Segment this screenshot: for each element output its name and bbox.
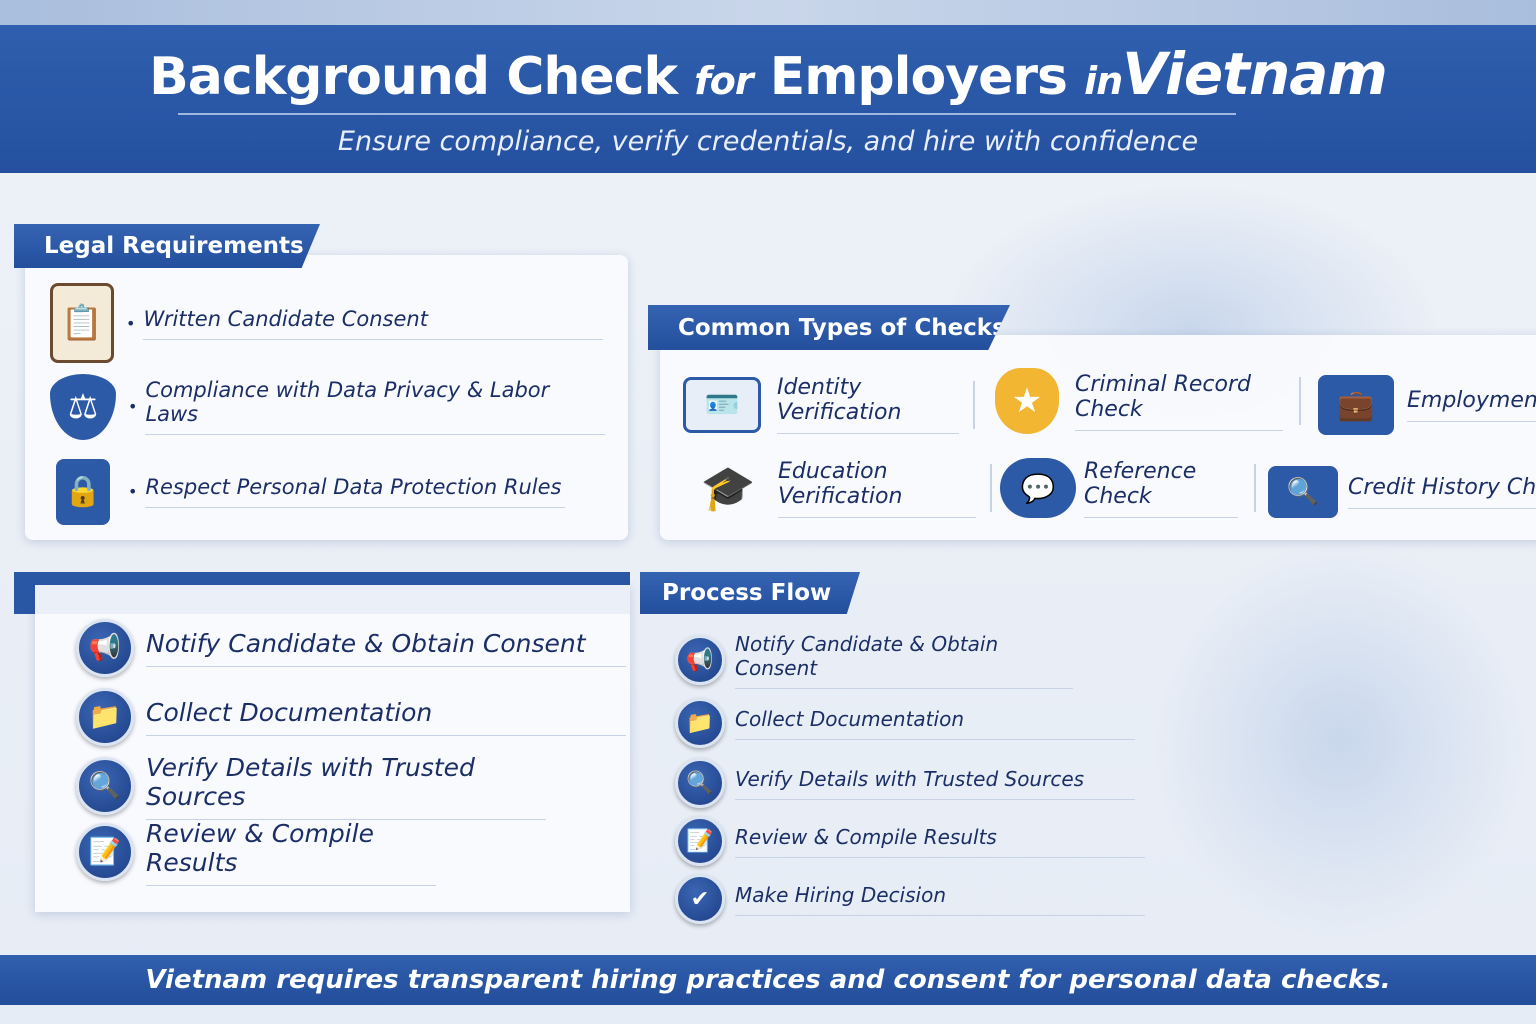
list-item: 🔒 •Respect Personal Data Protection Rule…	[50, 449, 610, 534]
title-part: Vietnam	[1122, 40, 1388, 108]
title-part: Employers	[769, 47, 1068, 107]
padlock-icon: 🔒	[56, 458, 110, 525]
check-credit: 🔍 Credit History Check	[1268, 466, 1536, 518]
list-item: ⚖ •Compliance with Data Privacy & Labor …	[50, 364, 610, 449]
shield-scales-icon: ⚖	[50, 373, 116, 440]
process-step: 🔍 Verify Details with Trusted Sources	[675, 754, 1155, 812]
megaphone-icon: 📢	[675, 635, 725, 685]
step-label: Review & Compile Results	[146, 819, 436, 886]
header-banner	[0, 25, 1536, 173]
briefcase-icon: 💼	[1318, 375, 1394, 435]
folder-icon: 📁	[76, 688, 134, 746]
title-part: in	[1084, 59, 1123, 103]
check-label: Employment H	[1407, 388, 1536, 422]
divider	[973, 380, 975, 429]
steps-left-card	[35, 585, 630, 912]
magnifier-icon: 🔍	[675, 758, 725, 808]
legal-heading: Legal Requirements	[14, 224, 320, 268]
clipboard-icon: 📋	[50, 283, 114, 363]
check-identity: 🪪 Identity Verification	[683, 375, 975, 434]
divider	[1254, 464, 1256, 512]
step-label: Collect Documentation	[146, 698, 626, 736]
legal-list: 📋 •Written Candidate Consent ⚖ •Complian…	[50, 282, 610, 534]
title-part: for	[694, 59, 753, 103]
check-education: 🎓 Education Verification	[684, 458, 992, 518]
footer-note: Vietnam requires transparent hiring prac…	[0, 955, 1536, 1005]
process-step: 📢Notify Candidate & Obtain Consent	[675, 628, 1155, 692]
step-label: Review & Compile Results	[735, 825, 1145, 858]
process-step: ✔ Make Hiring Decision	[675, 870, 1155, 928]
process-list: 📢Notify Candidate & Obtain Consent 📁 Coll…	[675, 628, 1155, 928]
legal-item-label: Compliance with Data Privacy & Labor Law…	[145, 378, 606, 435]
megaphone-icon: 📢	[76, 619, 134, 677]
top-strip	[0, 0, 1536, 25]
subtitle: Ensure compliance, verify credentials, a…	[337, 126, 1199, 157]
id-card-icon: 🪪	[683, 376, 761, 433]
check-reference: 💬 Reference Check	[1000, 458, 1256, 518]
checklist-icon: 📝	[76, 823, 134, 881]
check-employment: 💼 Employment H	[1318, 375, 1536, 435]
legal-card	[25, 255, 628, 540]
magnifier-icon: 🔍	[76, 757, 134, 815]
title-underline	[178, 113, 1236, 115]
step-label: Verify Details with Trusted Sources	[146, 753, 546, 820]
check-label: Identity Verification	[777, 375, 959, 434]
divider	[1299, 377, 1301, 425]
list-item: 📝Review & Compile Results	[76, 819, 626, 886]
checklist-icon: 📝	[675, 816, 725, 866]
checks-card	[660, 335, 1536, 540]
map-background	[1150, 540, 1530, 940]
list-item: 📢 Notify Candidate & Obtain Consent	[76, 614, 626, 682]
check-criminal: ★ Criminal Record Check	[995, 368, 1301, 434]
list-item: 🔍Verify Details with Trusted Sources	[76, 752, 626, 820]
process-step: 📝 Review & Compile Results	[675, 812, 1155, 870]
title-part: Background Check	[149, 47, 678, 107]
process-heading: Process Flow	[640, 572, 860, 614]
check-label: Credit History Check	[1348, 475, 1536, 509]
check-label: Criminal Record Check	[1075, 372, 1283, 431]
checks-heading: Common Types of Checks	[648, 305, 1010, 350]
step-label: Verify Details with Trusted Sources	[735, 767, 1135, 800]
check-label: Reference Check	[1084, 459, 1238, 518]
step-label: Notify Candidate & Obtain Consent	[735, 632, 1073, 689]
step-label: Notify Candidate & Obtain Consent	[146, 629, 626, 667]
folder-icon: 📁	[675, 698, 725, 748]
step-label: Collect Documentation	[735, 707, 1135, 740]
legal-item-label: Respect Personal Data Protection Rules	[145, 475, 566, 508]
process-step: 📁 Collect Documentation	[675, 692, 1155, 754]
list-item: 📋 •Written Candidate Consent	[50, 282, 610, 364]
page-title: Background Check for Employers inVietnam	[0, 40, 1536, 108]
divider	[990, 464, 992, 512]
checkmark-icon: ✔	[675, 874, 725, 924]
list-item: 📁 Collect Documentation	[76, 682, 626, 752]
step-label: Make Hiring Decision	[735, 883, 1145, 916]
steps-left-list: 📢 Notify Candidate & Obtain Consent 📁 Coll…	[76, 614, 626, 886]
credit-card-magnifier-icon: 🔍	[1268, 466, 1338, 518]
graduation-cap-icon: 🎓	[700, 463, 756, 514]
police-badge-icon: ★	[995, 368, 1059, 434]
legal-item-label: Written Candidate Consent	[143, 307, 604, 340]
check-label: Education Verification	[778, 459, 976, 518]
chat-bubbles-icon: 💬	[1000, 458, 1076, 518]
